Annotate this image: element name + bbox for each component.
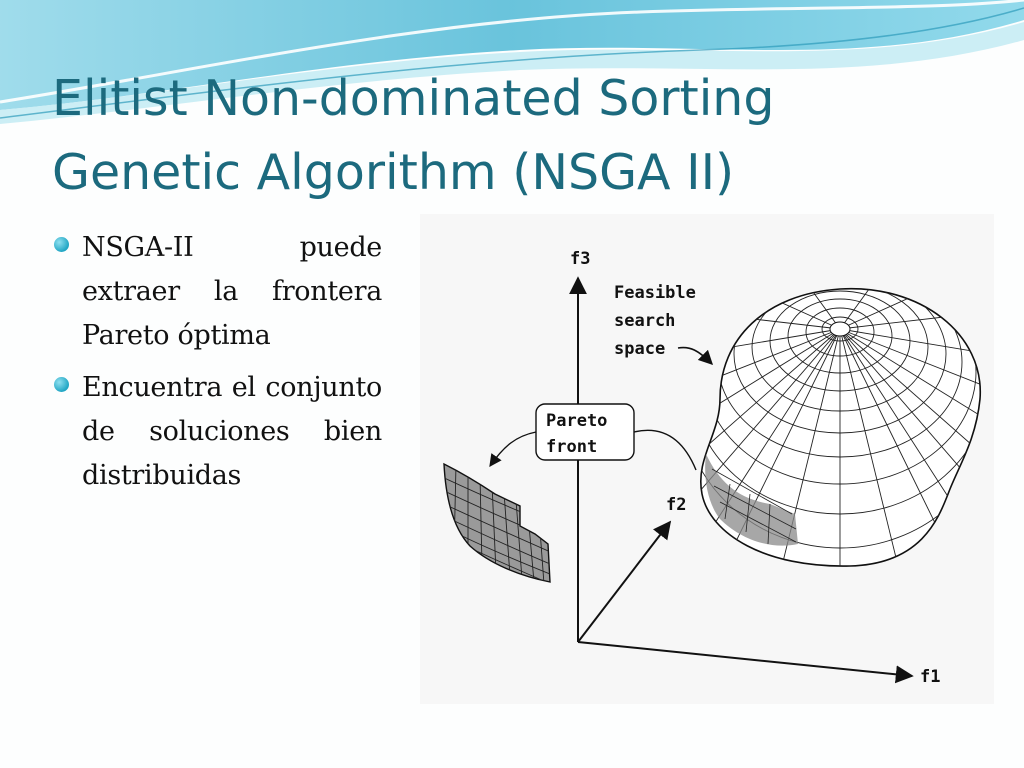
bullet-list: NSGA-II puede extraer la frontera Pareto…: [52, 226, 382, 506]
nsga-diagram: f3 f2 f1: [420, 214, 994, 704]
diagram-svg: f3 f2 f1: [443, 249, 981, 687]
bullet-text: NSGA-II puede extraer la frontera Pareto…: [82, 232, 382, 351]
slide-title: Elitist Non-dominated Sorting Genetic Al…: [52, 70, 775, 201]
feasible-arrow: [677, 346, 714, 366]
pareto-connector-right: [633, 429, 697, 471]
bullet-item: Encuentra el conjunto de soluciones bien…: [52, 366, 382, 498]
header-wave-decoration: [0, 0, 1024, 124]
f3-label: f3: [570, 249, 590, 269]
pareto-label-line2: front: [546, 437, 597, 457]
f1-label: f1: [920, 667, 940, 687]
bullet-text: Encuentra el conjunto de soluciones bien…: [82, 372, 382, 491]
f2-label: f2: [666, 495, 686, 515]
feasible-label-line3: space: [614, 339, 665, 359]
f2-axis: [577, 520, 672, 643]
feasible-label-line1: Feasible: [614, 283, 696, 303]
f1-axis: [577, 641, 914, 684]
pareto-label-line1: Pareto: [546, 411, 607, 431]
feasible-label-line2: search: [614, 311, 675, 331]
bullet-item: NSGA-II puede extraer la frontera Pareto…: [52, 226, 382, 358]
bullet-icon: [54, 237, 69, 252]
pareto-front-surface: [443, 462, 551, 583]
pareto-arrow-left: [489, 431, 537, 468]
bullet-icon: [54, 377, 69, 392]
feasible-region-mesh: [700, 287, 981, 567]
